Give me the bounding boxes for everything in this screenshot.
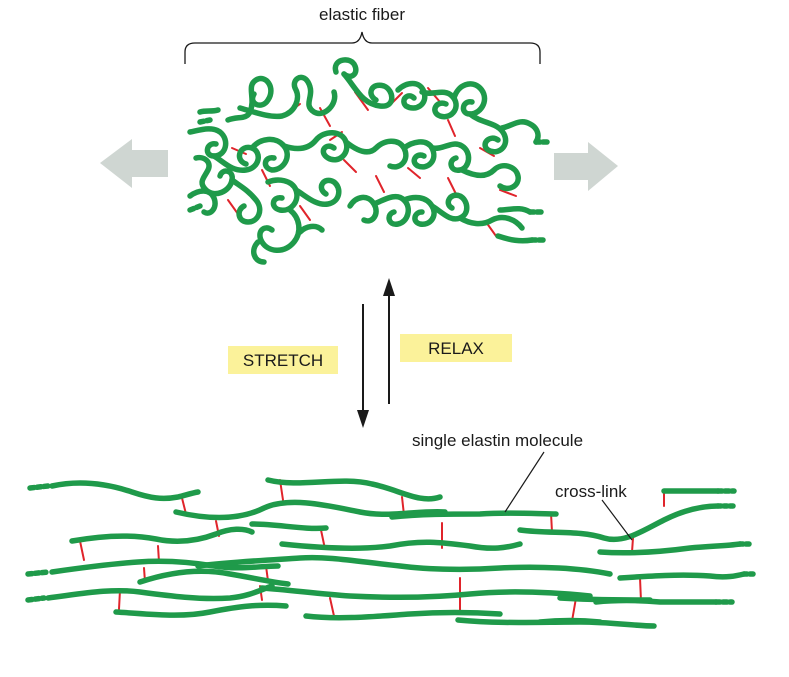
stretched-fibers [25, 477, 759, 629]
stretch-label: STRETCH [243, 351, 323, 370]
relax-label: RELAX [428, 339, 484, 358]
single-elastin-molecule-label: single elastin molecule [412, 431, 583, 450]
relaxed-fibers [187, 57, 551, 265]
down-arrow-icon [357, 410, 369, 428]
elastic-fiber-label: elastic fiber [319, 5, 405, 24]
fiber-bracket [184, 31, 541, 64]
relaxed-crosslinks [227, 87, 517, 237]
relaxed-elastic-fiber: elastic fiber [100, 5, 618, 265]
stretch-relax-arrows: STRETCH RELAX [228, 278, 512, 428]
relax-label-box [400, 334, 512, 362]
cross-link-label: cross-link [555, 482, 627, 501]
stretch-label-box [228, 346, 338, 374]
crosslink-leader-line [601, 499, 633, 541]
left-block-arrow-icon [100, 139, 168, 188]
stretched-network: single elastin molecule cross-link [25, 431, 759, 629]
up-arrow-icon [383, 278, 395, 296]
right-block-arrow-icon [554, 142, 618, 191]
molecule-leader-line [504, 451, 545, 513]
